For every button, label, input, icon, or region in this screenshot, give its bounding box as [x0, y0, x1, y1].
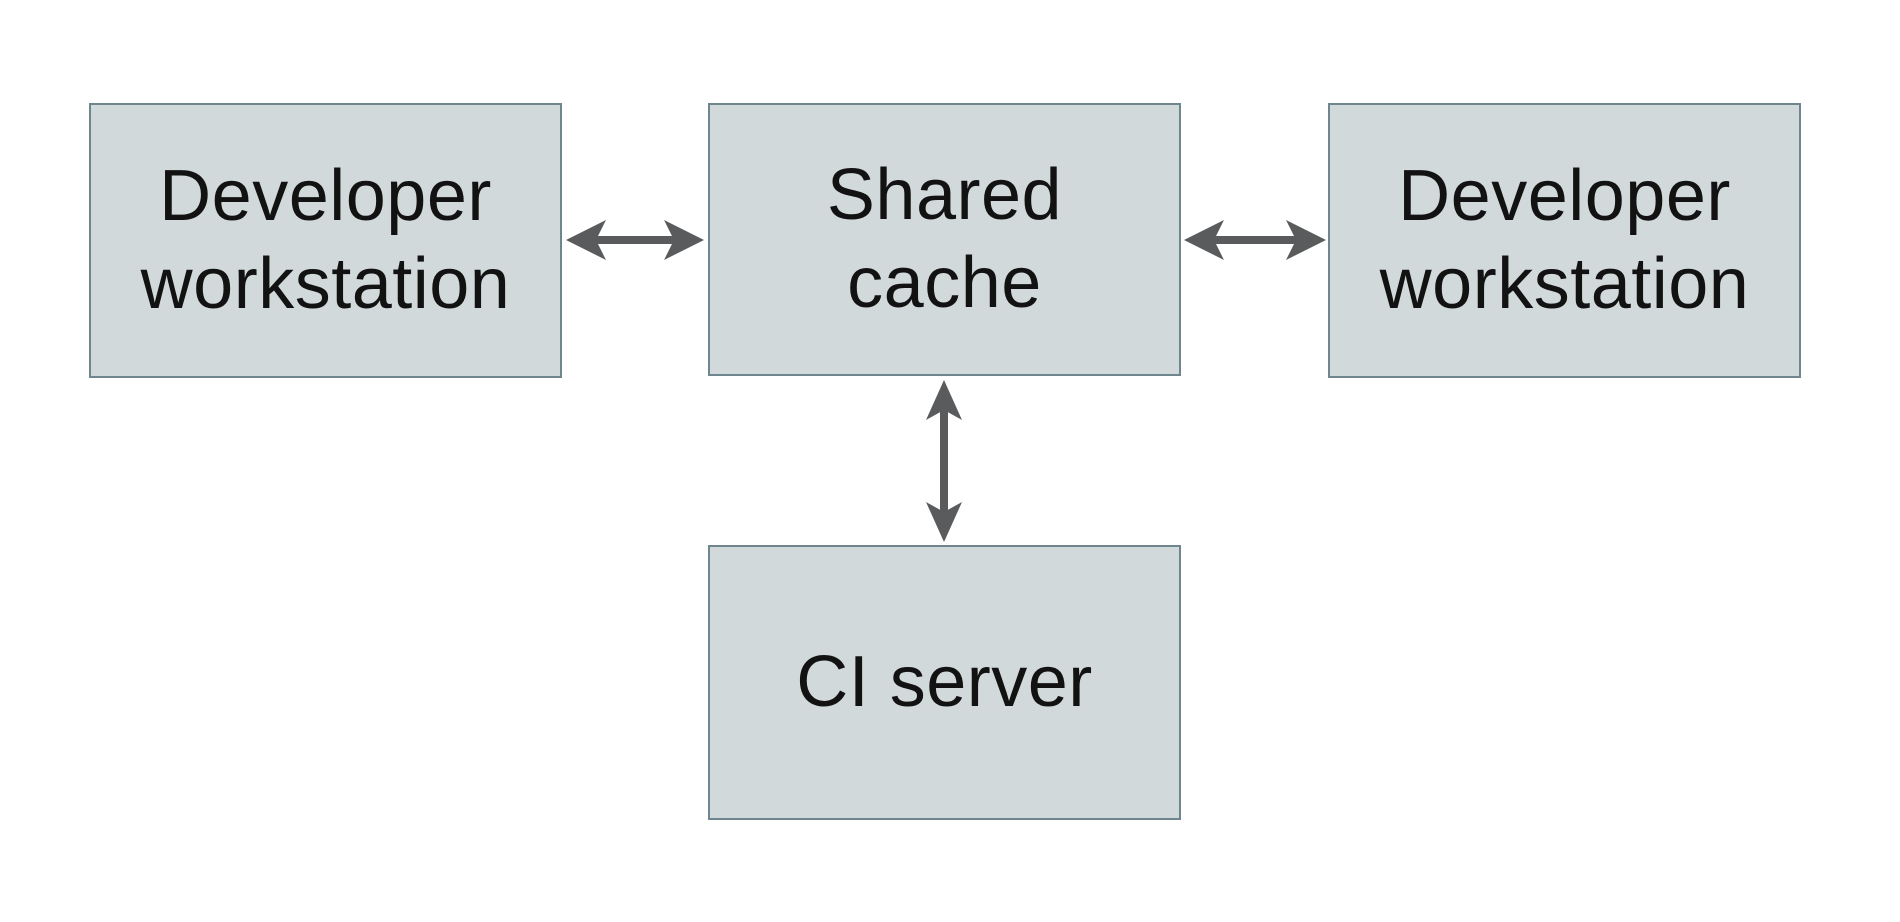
arrow-left-to-cache-head-left	[566, 220, 606, 260]
node-label: CI server	[796, 641, 1093, 722]
arrow-left-to-cache	[566, 220, 704, 260]
node-developer-workstation-left: Developer workstation	[89, 103, 562, 378]
arrow-cache-to-right	[1184, 220, 1326, 260]
arrow-cache-to-ci-head-top	[926, 380, 962, 420]
node-label: Shared cache	[826, 154, 1063, 323]
node-label: Developer workstation	[140, 155, 511, 324]
arrow-left-to-cache-head-right	[664, 220, 704, 260]
node-developer-workstation-right: Developer workstation	[1328, 103, 1801, 378]
arrow-cache-to-right-head-right	[1286, 220, 1326, 260]
node-ci-server: CI server	[708, 545, 1181, 820]
arrow-cache-to-ci-head-bottom	[926, 502, 962, 542]
arrow-cache-to-right-head-left	[1184, 220, 1224, 260]
arrow-cache-to-ci	[926, 380, 962, 542]
node-shared-cache: Shared cache	[708, 103, 1181, 376]
node-label: Developer workstation	[1379, 155, 1750, 324]
